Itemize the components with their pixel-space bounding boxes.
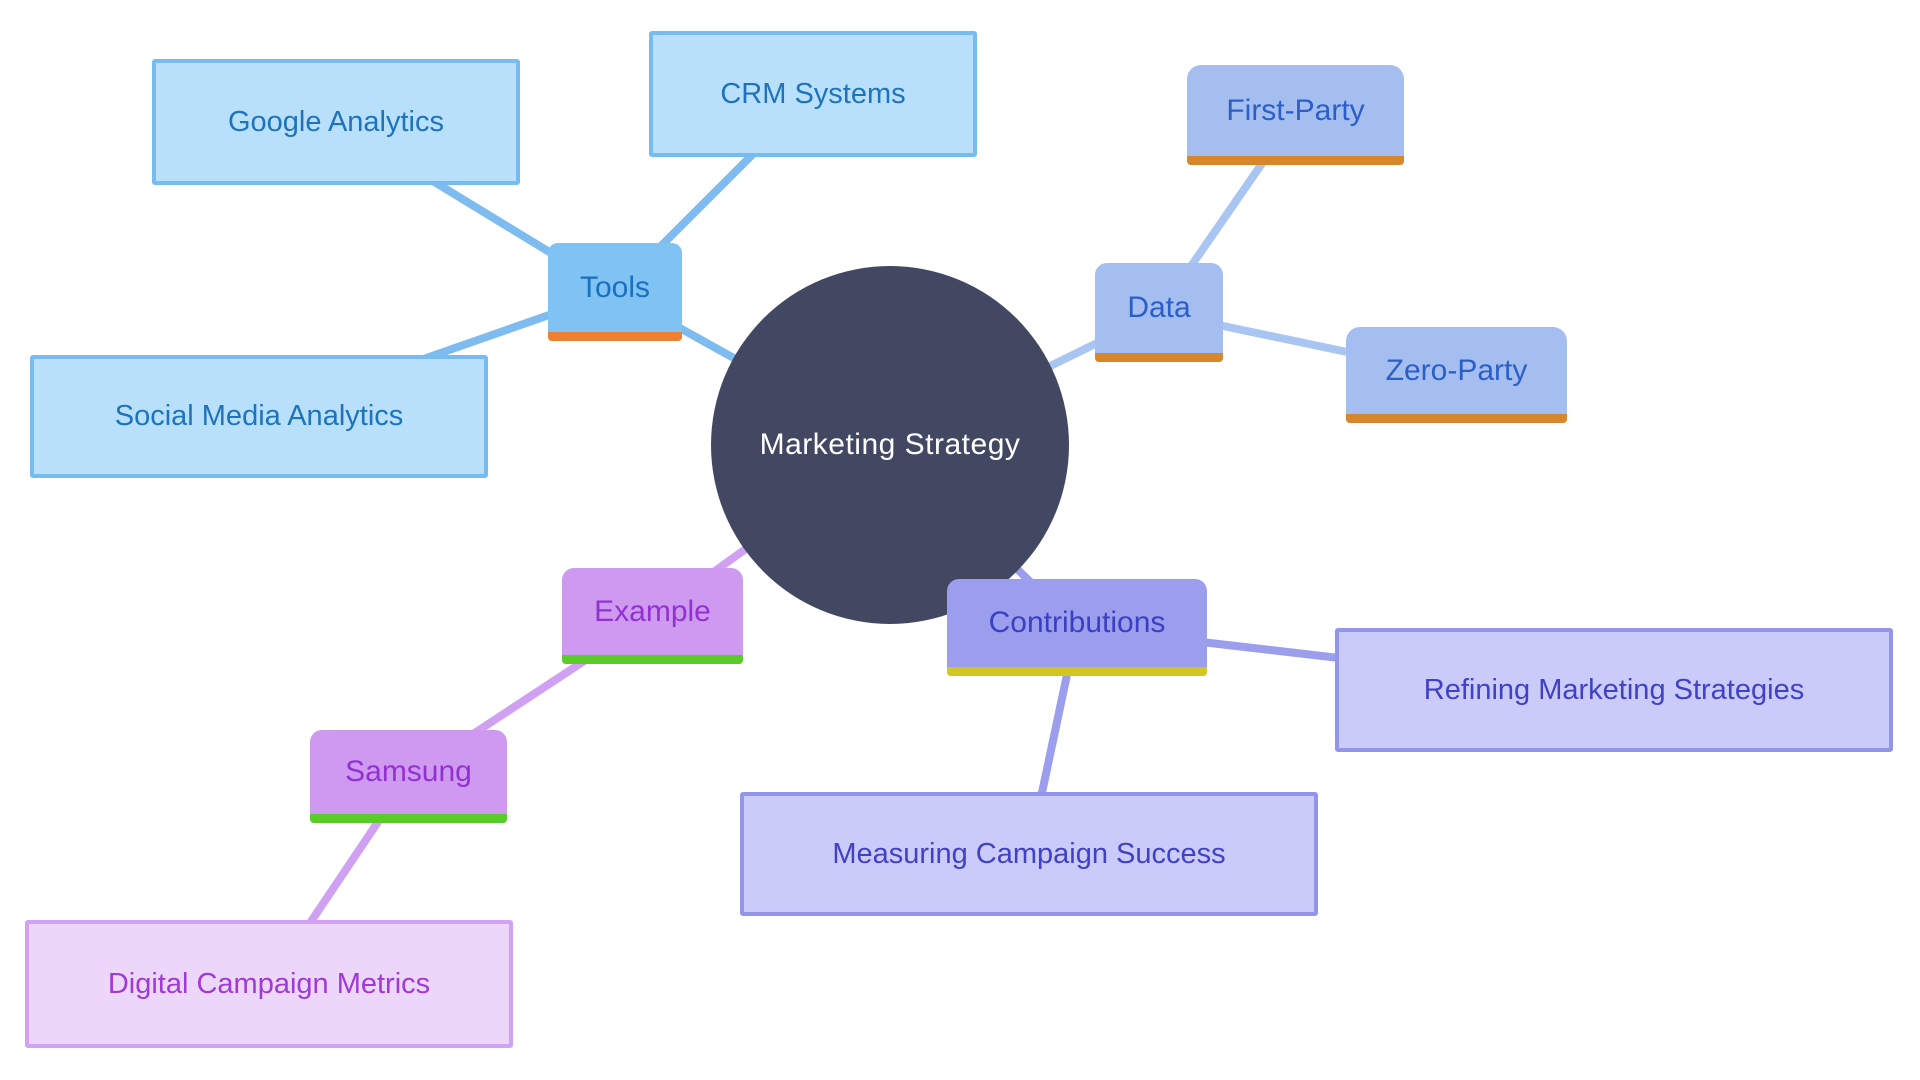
central-topic-label: Marketing Strategy — [759, 428, 1021, 461]
node-data[interactable]: Data — [1095, 263, 1223, 362]
node-social-media-analytics[interactable]: Social Media Analytics — [30, 355, 488, 478]
node-digital-campaign-metrics-label: Digital Campaign Metrics — [107, 967, 431, 1000]
node-first-party-label: First-Party — [1226, 93, 1365, 127]
node-refining-marketing-strategies-label: Refining Marketing Strategies — [1423, 673, 1805, 706]
node-example-label: Example — [594, 594, 711, 628]
node-tools-label: Tools — [579, 270, 651, 304]
central-topic-marketing-strategy[interactable]: Marketing Strategy — [711, 266, 1069, 624]
node-digital-campaign-metrics[interactable]: Digital Campaign Metrics — [25, 920, 513, 1048]
node-first-party-underline — [1187, 156, 1404, 165]
node-samsung-label: Samsung — [345, 755, 472, 788]
node-example[interactable]: Example — [562, 568, 743, 664]
node-measuring-campaign-success[interactable]: Measuring Campaign Success — [740, 792, 1318, 916]
node-example-underline — [562, 655, 743, 664]
node-google-analytics-label: Google Analytics — [227, 105, 444, 138]
node-measuring-campaign-success-label: Measuring Campaign Success — [832, 837, 1226, 870]
node-tools-underline — [548, 332, 682, 341]
node-samsung-underline — [310, 814, 507, 823]
node-tools[interactable]: Tools — [548, 243, 682, 341]
node-social-media-analytics-label: Social Media Analytics — [114, 400, 404, 432]
node-contributions[interactable]: Contributions — [947, 579, 1207, 676]
node-samsung[interactable]: Samsung — [310, 730, 507, 823]
node-contributions-underline — [947, 667, 1207, 676]
node-first-party[interactable]: First-Party — [1187, 65, 1404, 165]
node-contributions-label: Contributions — [988, 606, 1166, 639]
node-data-underline — [1095, 353, 1223, 362]
node-refining-marketing-strategies[interactable]: Refining Marketing Strategies — [1335, 628, 1893, 752]
node-zero-party[interactable]: Zero-Party — [1346, 327, 1567, 423]
node-crm-systems[interactable]: CRM Systems — [649, 31, 977, 157]
node-crm-systems-label: CRM Systems — [720, 77, 906, 110]
node-zero-party-label: Zero-Party — [1385, 353, 1528, 387]
node-zero-party-underline — [1346, 414, 1567, 423]
node-data-label: Data — [1127, 291, 1191, 324]
node-google-analytics[interactable]: Google Analytics — [152, 59, 520, 185]
